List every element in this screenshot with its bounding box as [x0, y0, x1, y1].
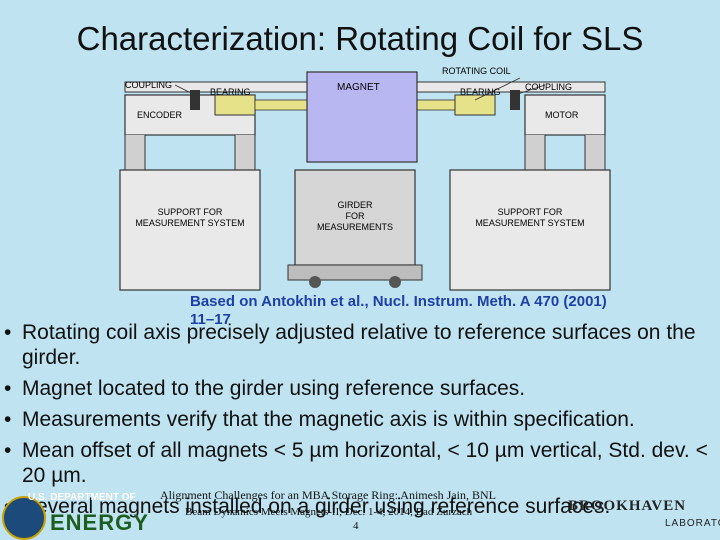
bullet-item: • Rotating coil axis precisely adjusted r… — [4, 320, 720, 370]
magnet-shape — [306, 71, 418, 163]
label-coupling-right: COUPLING — [525, 82, 572, 92]
bnl-logo-line-1: BROOKHAVEN — [568, 498, 687, 514]
bullet-text: Measurements verify that the magnetic ax… — [22, 408, 635, 431]
label-girder-3: MEASUREMENTS — [317, 222, 393, 232]
label-coupling-left: COUPLING — [125, 80, 172, 90]
label-girder-1: GIRDER — [337, 200, 373, 210]
label-bearing-left: BEARING — [210, 87, 251, 97]
bullet-text: Magnet located to the girder using refer… — [22, 377, 526, 400]
motor-box — [524, 94, 606, 136]
slide-title: Characterization: Rotating Coil for SLS — [76, 20, 644, 57]
bullet-text: Rotating coil axis precisely adjusted re… — [22, 321, 696, 369]
bullet-text: Mean offset of all magnets < 5 µm horizo… — [22, 439, 708, 487]
label-magnet: MAGNET — [337, 82, 380, 93]
footer-line-2: Beam Dynamics Meets Magnets-II, Dec. 1-4… — [185, 506, 473, 518]
label-rotating-coil: ROTATING COIL — [442, 66, 511, 76]
bullet-item: • Measurements verify that the magnetic a… — [4, 407, 720, 432]
label-bearing-right: BEARING — [460, 87, 501, 97]
coupling-left-shape — [190, 90, 200, 110]
bnl-logo-line-2: LABORATORY — [665, 518, 720, 529]
bullet-dot: • — [4, 321, 12, 344]
bullet-item: • Magnet located to the girder using refe… — [4, 376, 720, 401]
bullet-item: • Mean offset of all magnets < 5 µm horiz… — [4, 438, 720, 488]
page-number: 4 — [353, 520, 359, 532]
coupling-right-shape — [510, 90, 520, 110]
label-support-right-2: MEASUREMENT SYSTEM — [475, 218, 584, 228]
bullet-text: Several magnets installed on a girder us… — [22, 495, 611, 518]
bullet-dot: • — [4, 408, 12, 431]
support-left-shape — [119, 169, 261, 291]
bullet-dot: • — [4, 377, 12, 400]
bearing-left-shape — [214, 94, 256, 116]
girder-shape — [294, 169, 416, 266]
citation: Based on Antokhin et al., Nucl. Instrum.… — [190, 293, 607, 328]
label-encoder: ENCODER — [137, 110, 183, 120]
bearing-right-shape — [454, 94, 496, 116]
label-motor: MOTOR — [545, 110, 579, 120]
bullet-dot: • — [4, 439, 12, 462]
doe-logo-line-1: U.S. DEPARTMENT OF — [28, 492, 136, 503]
doe-logo-line-2: ENERGY — [50, 510, 149, 535]
label-support-right-1: SUPPORT FOR — [498, 207, 563, 217]
doe-seal-icon — [2, 496, 46, 540]
rotating-coil-diagram: COUPLING BEARING MAGNET ROTATING COIL CO… — [119, 66, 611, 291]
label-girder-2: FOR — [346, 211, 365, 221]
label-support-left-2: MEASUREMENT SYSTEM — [135, 218, 244, 228]
footer-line-1: Alignment Challenges for an MBA Storage … — [160, 488, 496, 502]
support-right-shape — [449, 169, 611, 291]
label-support-left-1: SUPPORT FOR — [158, 207, 223, 217]
